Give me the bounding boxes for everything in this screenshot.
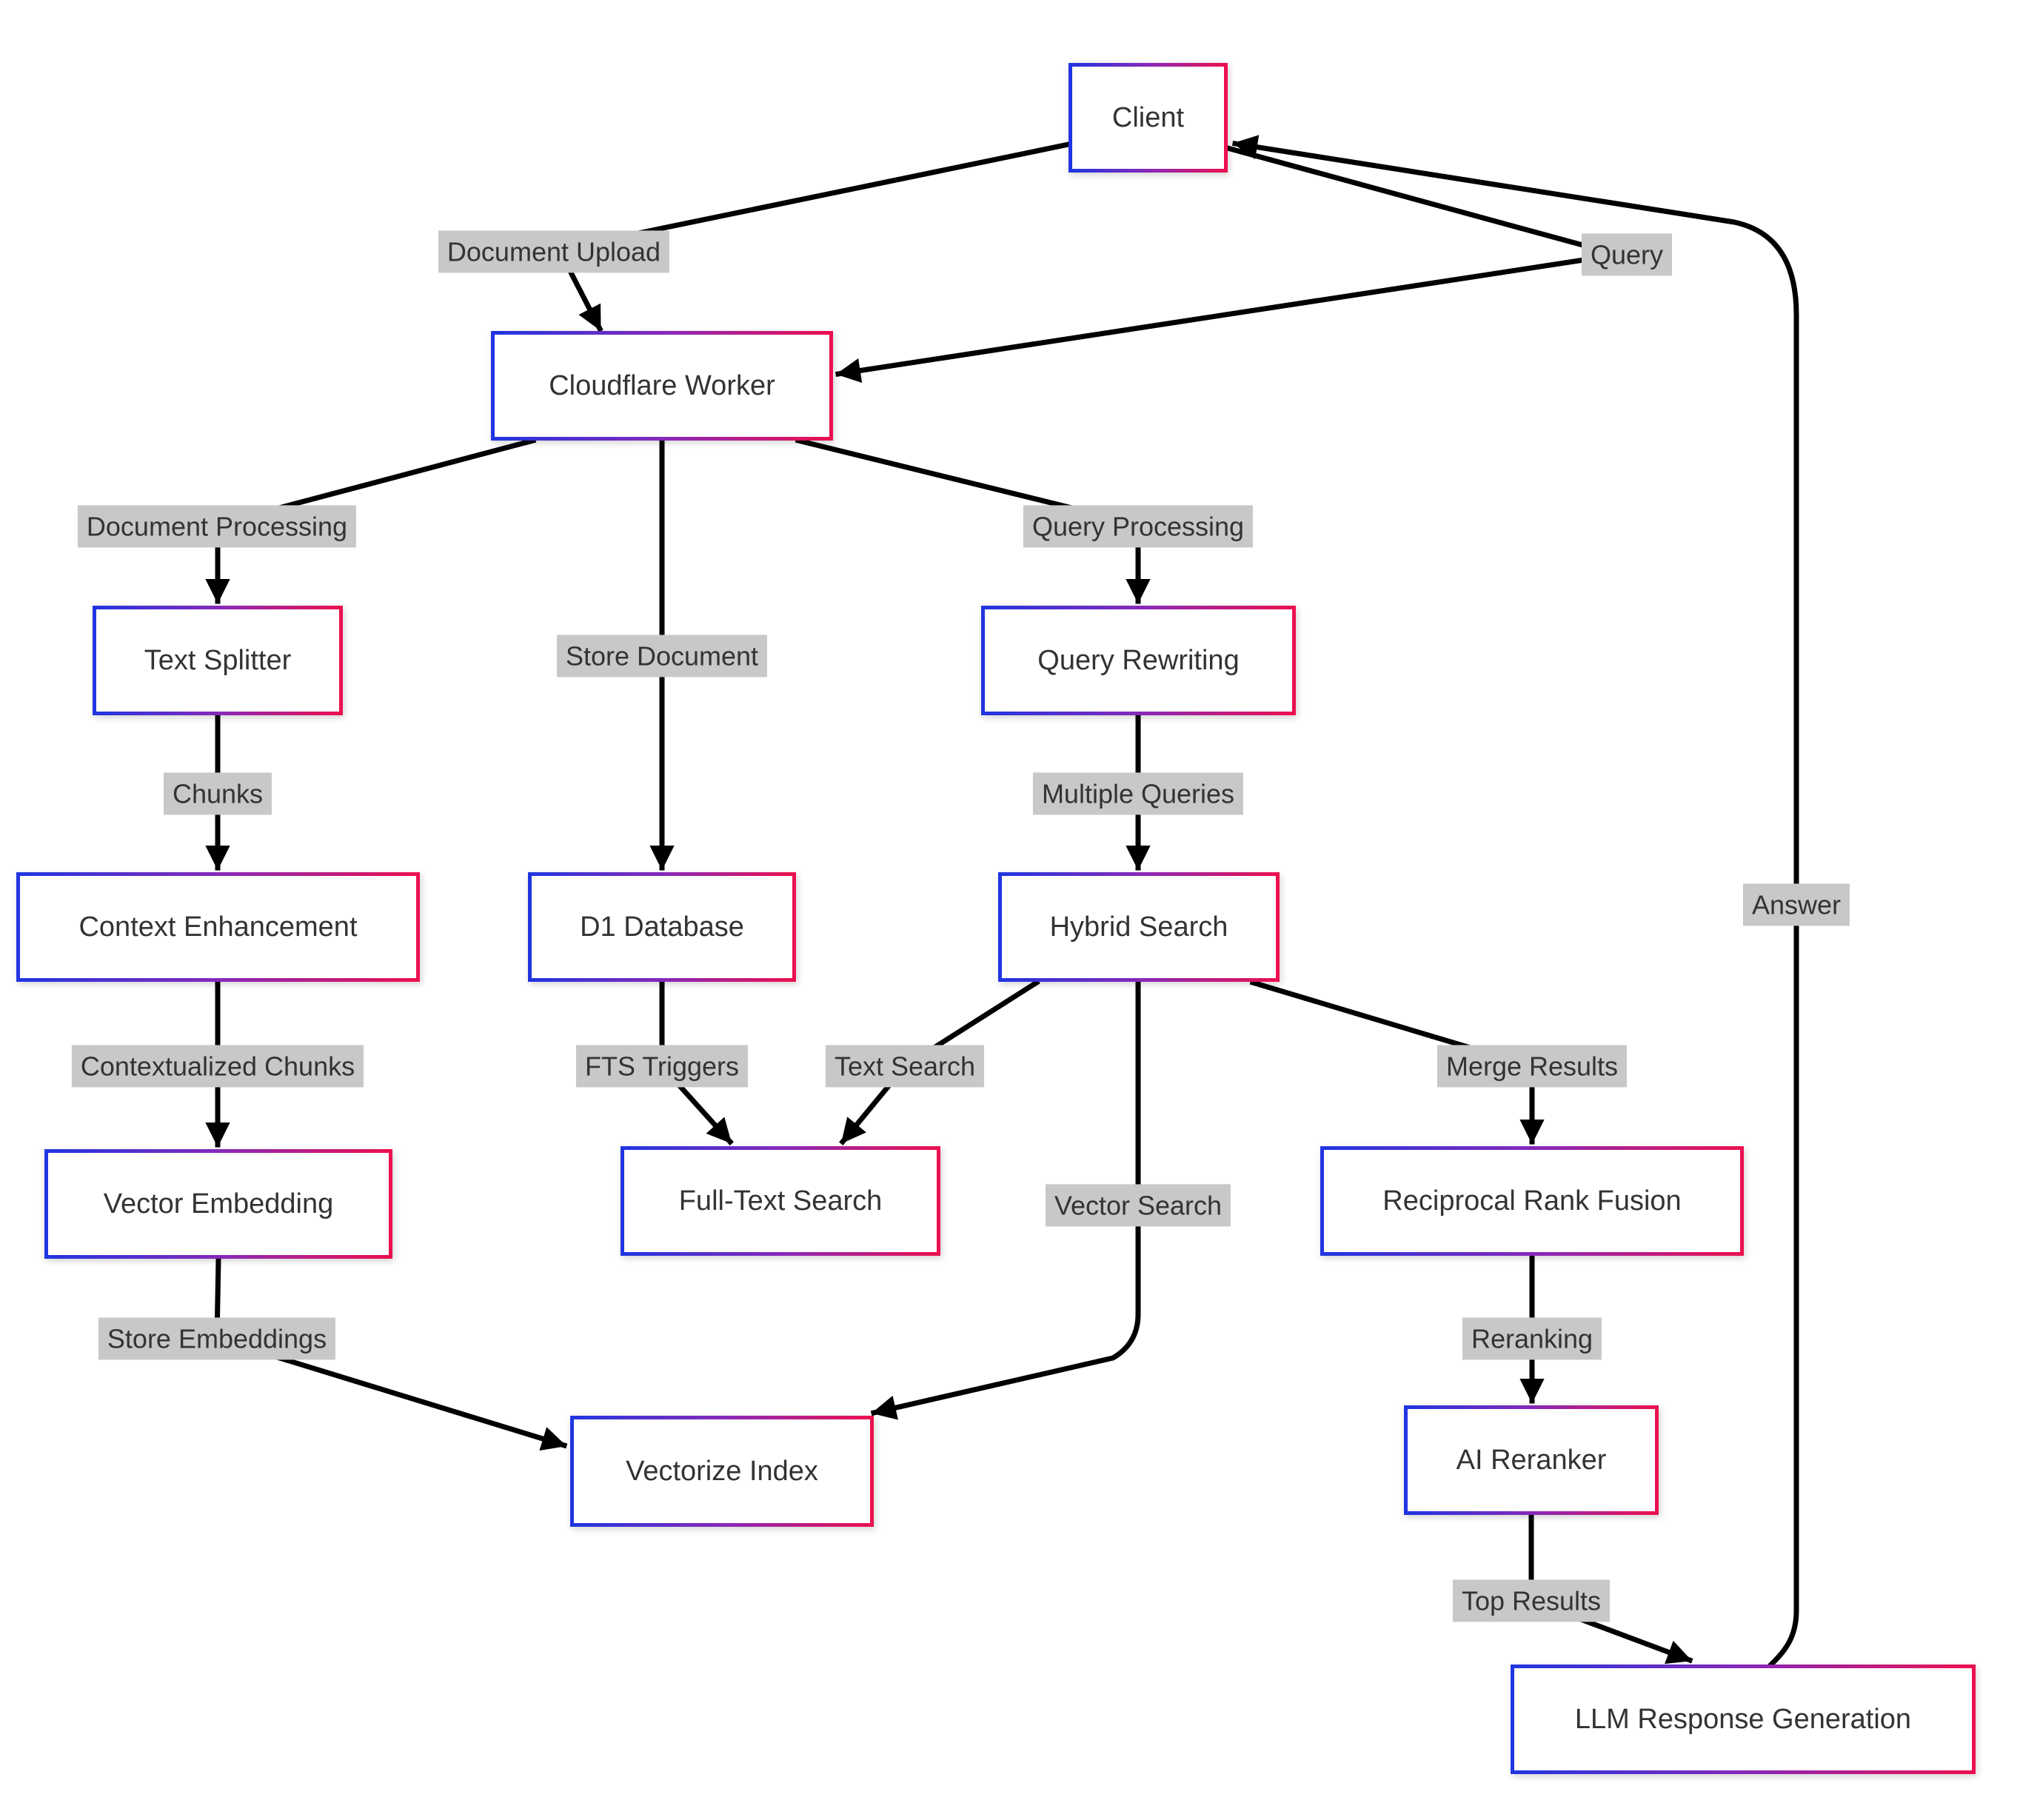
edge-llm-client-answer [1231, 135, 1799, 1668]
node-hybrid-search: Hybrid Search [998, 872, 1280, 982]
edge-label-store-document: Store Document [556, 635, 768, 678]
edge-label-reranking: Reranking [1462, 1317, 1602, 1360]
edge-label-multiple-queries: Multiple Queries [1032, 772, 1244, 815]
node-d1-database: D1 Database [528, 872, 796, 982]
edge-hybrid-vectorize-vector-search [870, 980, 1141, 1420]
node-ai-reranker: AI Reranker [1404, 1405, 1659, 1515]
node-full-text-search: Full-Text Search [621, 1146, 940, 1256]
edge-label-contextualized-chunks: Contextualized Chunks [71, 1045, 364, 1088]
node-cloudflare-worker: Cloudflare Worker [491, 331, 833, 441]
node-text-splitter: Text Splitter [93, 606, 343, 715]
node-context-enhancement: Context Enhancement [16, 872, 420, 982]
edge-label-chunks: Chunks [163, 772, 272, 815]
edge-label-vector-search: Vector Search [1045, 1184, 1231, 1227]
node-query-rewriting: Query Rewriting [981, 606, 1296, 715]
edge-label-query-processing: Query Processing [1023, 505, 1254, 548]
node-llm-response-generation: LLM Response Generation [1511, 1665, 1976, 1774]
edge-label-store-embeddings: Store Embeddings [98, 1317, 336, 1360]
node-vector-embedding: Vector Embedding [44, 1149, 392, 1259]
edge-label-answer: Answer [1742, 883, 1850, 926]
edge-label-fts-triggers: FTS Triggers [575, 1045, 749, 1088]
node-reciprocal-rank-fusion: Reciprocal Rank Fusion [1320, 1146, 1744, 1256]
edge-label-query: Query [1581, 233, 1673, 276]
edge-client-worker-query [835, 144, 1619, 383]
edge-label-text-search: Text Search [825, 1045, 985, 1088]
node-vectorize-index: Vectorize Index [570, 1416, 874, 1527]
edge-label-top-results: Top Results [1452, 1579, 1611, 1622]
edge-label-merge-results: Merge Results [1437, 1045, 1628, 1088]
node-client: Client [1068, 63, 1228, 173]
edge-label-document-upload: Document Upload [438, 230, 670, 273]
edge-label-document-processing: Document Processing [77, 505, 357, 548]
